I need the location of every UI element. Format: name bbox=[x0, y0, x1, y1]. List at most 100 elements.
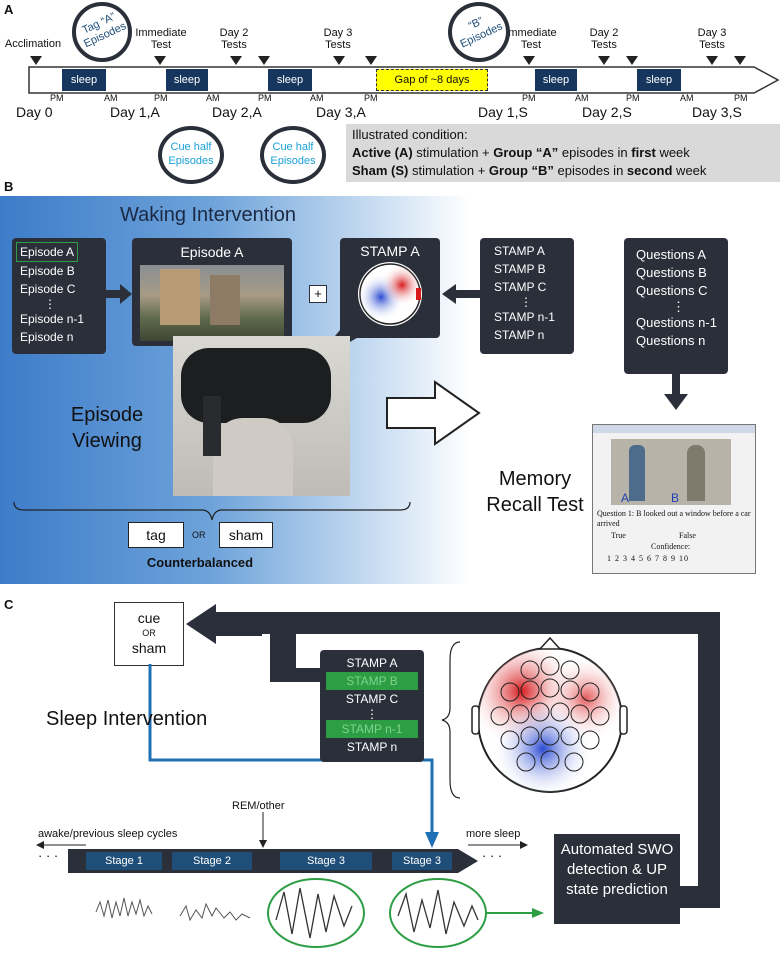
brace bbox=[13, 501, 411, 521]
day-label: Day 0 bbox=[16, 104, 53, 120]
marker-triangle bbox=[258, 56, 270, 65]
dots-left: · · · bbox=[38, 848, 59, 863]
arrow-right-thin-icon bbox=[468, 841, 528, 849]
day-label: Day 2,S bbox=[582, 104, 632, 120]
episode-scene-image bbox=[140, 265, 284, 341]
am-label: AM bbox=[206, 93, 220, 103]
day-label: Day 1,A bbox=[110, 104, 160, 120]
or-label: OR bbox=[192, 530, 206, 540]
stamp-item: STAMP C bbox=[345, 692, 399, 706]
episode-item: Episode C bbox=[20, 282, 76, 296]
rem-arrow-icon bbox=[259, 812, 267, 848]
marker-triangle bbox=[230, 56, 242, 65]
pm-label: PM bbox=[626, 93, 640, 103]
pm-label: PM bbox=[522, 93, 536, 103]
stamp-item: STAMP C bbox=[494, 280, 547, 294]
episode-item: Episode n-1 bbox=[20, 312, 85, 326]
headset-photo bbox=[173, 336, 350, 496]
bubble-cue-text: Cue half Episodes bbox=[168, 141, 214, 167]
question-ellipsis: ⋮ bbox=[672, 299, 685, 314]
episode-item-selected: Episode A bbox=[16, 242, 79, 262]
loop-connector-2 bbox=[270, 668, 322, 682]
quiz-label-a: A bbox=[621, 491, 630, 505]
question-item: Questions n-1 bbox=[636, 315, 717, 330]
stamp-item-highlighted: STAMP n-1 bbox=[326, 720, 418, 738]
stamp-item-highlighted: STAMP B bbox=[326, 672, 418, 690]
bubble-tag-a-text: Tag “A” Episodes bbox=[80, 10, 129, 51]
stage-block: Stage 2 bbox=[172, 852, 252, 870]
memory-recall-label: Memory Recall Test bbox=[486, 468, 584, 516]
arrow-down-icon bbox=[664, 374, 688, 410]
quiz-false-option[interactable]: False bbox=[679, 531, 696, 540]
quiz-label-b: B bbox=[671, 491, 680, 505]
character-b bbox=[687, 445, 705, 501]
stamp-item: STAMP A bbox=[346, 656, 398, 670]
pm-label: PM bbox=[258, 93, 272, 103]
event-acclimation: Acclimation bbox=[4, 38, 62, 50]
episode-a-title: Episode A bbox=[180, 244, 244, 260]
awake-previous-label: awake/previous sleep cycles bbox=[38, 828, 178, 840]
panel-c-label: C bbox=[4, 597, 14, 612]
tag-box: tag bbox=[128, 522, 184, 548]
bubble-cue-half-2: Cue half Episodes bbox=[260, 126, 326, 184]
loop-bottom-bar bbox=[672, 886, 720, 908]
pm-label: PM bbox=[734, 93, 748, 103]
day-label: Day 3,A bbox=[316, 104, 366, 120]
day-label: Day 2,A bbox=[212, 104, 262, 120]
stamp-ellipsis: ⋮ bbox=[366, 707, 378, 721]
question-item: Questions C bbox=[636, 283, 708, 298]
sleep-intervention-label: Sleep Intervention bbox=[46, 708, 208, 730]
marker-triangle bbox=[598, 56, 610, 65]
episode-item: Episode n bbox=[20, 330, 74, 344]
cue-label: cue bbox=[137, 610, 161, 626]
sleep-block: sleep bbox=[268, 69, 312, 91]
day-label: Day 1,S bbox=[478, 104, 528, 120]
marker-triangle bbox=[30, 56, 42, 65]
eeg-waveforms bbox=[95, 878, 544, 948]
episode-a-box: Episode A bbox=[132, 238, 292, 346]
pm-label: PM bbox=[154, 93, 168, 103]
stamp-item: STAMP n-1 bbox=[494, 310, 555, 324]
more-sleep-label: more sleep bbox=[466, 828, 521, 840]
cue-or-sham-box: cue OR sham bbox=[114, 602, 184, 666]
panel-a-label: A bbox=[4, 2, 14, 17]
illustrated-condition-box: Illustrated condition: Active (A) stimul… bbox=[346, 124, 780, 182]
stage-block: Stage 3 bbox=[280, 852, 372, 870]
gap-block: Gap of ~8 days bbox=[376, 69, 488, 91]
episode-list-box: Episode A Episode B Episode C ⋮ Episode … bbox=[12, 238, 106, 354]
quiz-confidence-label: Confidence: bbox=[651, 542, 691, 551]
stamp-list-c-box: STAMP A STAMP B STAMP C ⋮ STAMP n-1 STAM… bbox=[320, 650, 424, 762]
marker-triangle bbox=[734, 56, 746, 65]
day-label: Day 3,S bbox=[692, 104, 742, 120]
stamp-a-box: STAMP A bbox=[340, 238, 440, 338]
pm-label: PM bbox=[364, 93, 378, 103]
question-item: Questions n bbox=[636, 333, 706, 348]
am-label: AM bbox=[575, 93, 589, 103]
am-label: AM bbox=[104, 93, 118, 103]
sleep-block: sleep bbox=[637, 69, 681, 91]
am-label: AM bbox=[680, 93, 694, 103]
sleep-stage-bar bbox=[68, 849, 478, 873]
cue-delivery-line bbox=[148, 664, 439, 848]
stage-block: Stage 1 bbox=[86, 852, 162, 870]
quiz-true-option[interactable]: True bbox=[611, 531, 626, 540]
marker-triangle bbox=[626, 56, 638, 65]
bubble-cue-half-1: Cue half Episodes bbox=[158, 126, 224, 184]
outline-arrow-icon bbox=[386, 380, 481, 446]
counterbalanced-label: Counterbalanced bbox=[146, 555, 254, 570]
sleep-block: sleep bbox=[535, 69, 577, 91]
stamp-list-box: STAMP A STAMP B STAMP C ⋮ STAMP n-1 STAM… bbox=[480, 238, 574, 354]
am-label: AM bbox=[310, 93, 324, 103]
marker-triangle bbox=[706, 56, 718, 65]
sleep-block: sleep bbox=[166, 69, 208, 91]
marker-triangle bbox=[523, 56, 535, 65]
dots-right: · · · bbox=[482, 848, 503, 863]
automated-swo-box: Automated SWO detection & UP state predi… bbox=[554, 834, 680, 924]
event-immediate-test-2: Immediate Test bbox=[505, 27, 557, 51]
arrow-right-icon bbox=[106, 284, 132, 304]
pm-label: PM bbox=[50, 93, 64, 103]
brace-c bbox=[441, 641, 461, 799]
bubble-tag-a-episodes: Tag “A” Episodes bbox=[72, 2, 132, 62]
quiz-confidence-scale[interactable]: 1 2 3 4 5 6 7 8 9 10 bbox=[607, 554, 689, 563]
question-item: Questions A bbox=[636, 247, 707, 262]
